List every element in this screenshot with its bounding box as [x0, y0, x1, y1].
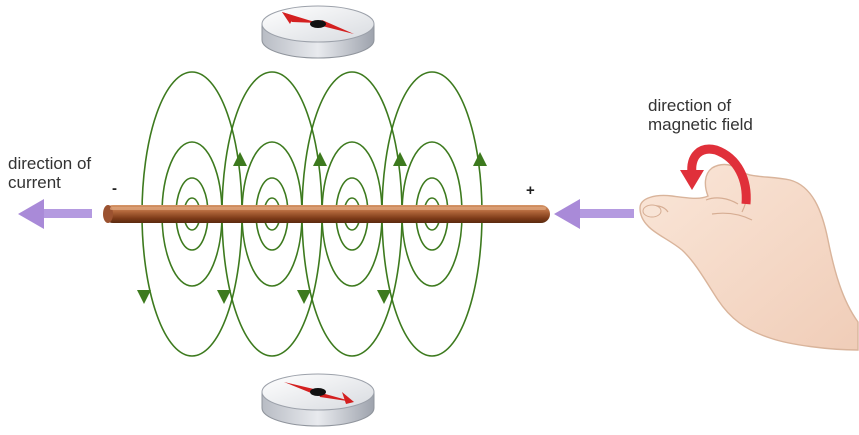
negative-terminal-sign: - — [112, 180, 117, 197]
field-arrow-up — [233, 152, 247, 166]
curved-arrow-icon — [680, 144, 751, 205]
field-arrow-up — [393, 152, 407, 166]
right-hand-thumb-icon — [639, 163, 859, 351]
field-label-line1: direction of — [648, 96, 732, 115]
field-arrow-down — [217, 290, 231, 304]
field-arrow-down — [137, 290, 151, 304]
field-label-line2: magnetic field — [648, 115, 753, 134]
field-direction-arrows — [137, 152, 487, 304]
positive-terminal-sign: + — [526, 182, 535, 199]
current-label-line1: direction of — [8, 154, 92, 173]
field-arrow-up — [473, 152, 487, 166]
copper-wire — [103, 205, 550, 223]
compass-icon — [261, 5, 375, 59]
current-flow-arrow-left — [18, 199, 92, 229]
current-direction-label: direction of current — [8, 154, 91, 192]
field-arrow-down — [377, 290, 391, 304]
current-label-line2: current — [8, 173, 61, 192]
magnetic-field-direction-label: direction of magnetic field — [648, 96, 753, 134]
current-flow-arrow-right — [554, 199, 634, 229]
compass-icon — [261, 373, 375, 427]
field-arrow-down — [297, 290, 311, 304]
field-arrow-up — [313, 152, 327, 166]
